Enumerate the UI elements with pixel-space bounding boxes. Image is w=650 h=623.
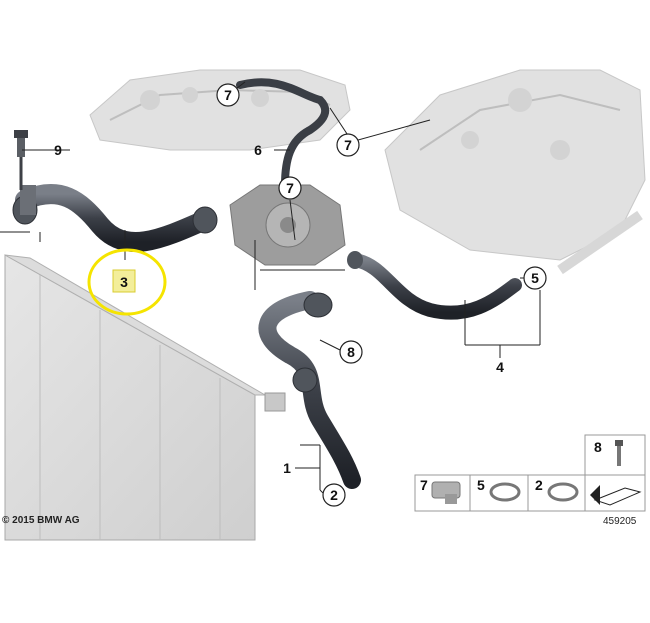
hose-1	[258, 291, 361, 489]
callout-9[interactable]: 9	[54, 142, 62, 158]
callout-1[interactable]: 1	[283, 460, 291, 476]
copyright-text: © 2015 BMW AG	[2, 515, 80, 526]
svg-text:2: 2	[330, 487, 338, 503]
callout-6[interactable]: 6	[254, 142, 262, 158]
svg-text:5: 5	[531, 270, 539, 286]
svg-text:1: 1	[283, 460, 291, 476]
svg-text:7: 7	[420, 477, 428, 493]
hose-3	[12, 184, 218, 252]
hose-6	[236, 78, 330, 189]
callout-8[interactable]: 8	[339, 340, 363, 364]
callout-7-top[interactable]: 7	[216, 83, 240, 107]
svg-text:3: 3	[120, 274, 128, 290]
highlight-tag	[112, 269, 136, 293]
svg-text:8: 8	[347, 344, 355, 360]
sensor-9	[14, 130, 28, 190]
svg-text:5: 5	[477, 477, 485, 493]
radiator	[4, 254, 267, 541]
legend-arrow-icon	[590, 485, 642, 506]
engine-block-left	[89, 69, 351, 151]
legend-item-5[interactable]: 5	[477, 477, 521, 502]
callout-7-right[interactable]: 7	[336, 133, 360, 157]
svg-text:4: 4	[496, 359, 504, 375]
hose-4	[347, 251, 522, 320]
svg-text:7: 7	[286, 180, 294, 196]
svg-text:7: 7	[344, 137, 352, 153]
svg-text:8: 8	[594, 439, 602, 455]
diagram-reference-number: 459205	[603, 516, 637, 527]
svg-text:2: 2	[535, 477, 543, 493]
thermostat-housing	[229, 184, 346, 266]
legend-item-8[interactable]: 8	[594, 439, 623, 466]
svg-text:7: 7	[224, 87, 232, 103]
callout-4[interactable]: 4	[496, 359, 504, 375]
legend-item-2[interactable]: 2	[535, 477, 579, 502]
svg-text:9: 9	[54, 142, 62, 158]
legend-item-7[interactable]: 7	[420, 477, 461, 504]
callout-2[interactable]: 2	[322, 483, 346, 507]
highlight-circle	[87, 248, 167, 316]
callout-5[interactable]: 5	[523, 266, 547, 290]
svg-text:6: 6	[254, 142, 262, 158]
callout-7-mid[interactable]: 7	[278, 176, 302, 200]
callout-3[interactable]: 3	[120, 274, 128, 290]
engine-block-right	[384, 69, 646, 275]
